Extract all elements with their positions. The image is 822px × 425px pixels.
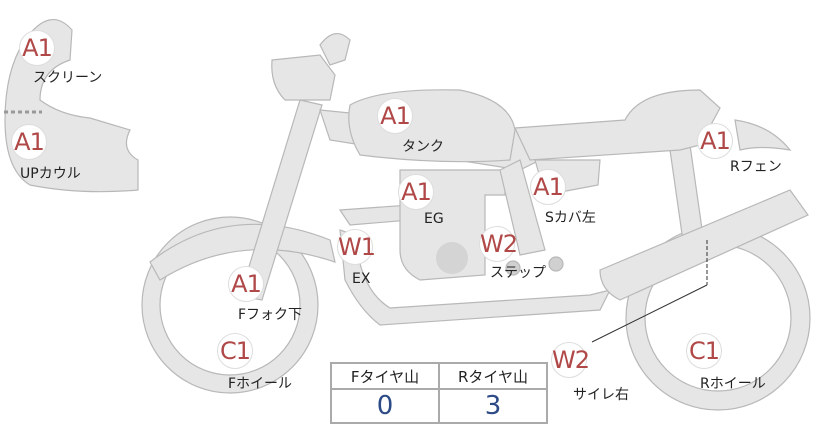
front-tire-header: Fタイヤ山: [330, 362, 440, 390]
damage-marker-front-wheel[interactable]: C1: [217, 333, 253, 369]
part-label-silencer-right: サイレ右: [573, 387, 629, 403]
part-label-exhaust: EX: [352, 271, 371, 287]
damage-marker-screen[interactable]: A1: [19, 30, 55, 66]
part-label-step: ステップ: [490, 265, 546, 281]
damage-marker-tank[interactable]: A1: [377, 98, 413, 134]
part-label-front-fork-lower: Fフォク下: [238, 307, 303, 323]
part-label-tank: タンク: [402, 139, 444, 155]
part-label-rear-fender: Rフェン: [730, 159, 782, 175]
rear-tire-header: Rタイヤ山: [438, 362, 548, 390]
damage-marker-silencer-right[interactable]: W2: [551, 342, 590, 378]
damage-marker-exhaust[interactable]: W1: [337, 229, 376, 265]
rear-tire-value: 3: [438, 388, 548, 424]
damage-marker-step[interactable]: W2: [479, 226, 518, 262]
tire-tread-table: Fタイヤ山 Rタイヤ山 0 3: [330, 362, 548, 424]
damage-marker-engine[interactable]: A1: [398, 174, 434, 210]
part-label-upper-cowl: UPカウル: [20, 166, 81, 182]
damage-marker-rear-wheel[interactable]: C1: [686, 333, 722, 369]
part-label-side-cover-left: Sカバ左: [545, 210, 596, 226]
damage-marker-upper-cowl[interactable]: A1: [11, 124, 47, 160]
part-label-engine: EG: [424, 211, 444, 227]
front-tire-value: 0: [330, 388, 440, 424]
damage-marker-side-cover-left[interactable]: A1: [530, 169, 566, 205]
damage-marker-front-fork-lower[interactable]: A1: [228, 266, 264, 302]
part-label-screen: スクリーン: [33, 70, 103, 86]
part-label-rear-wheel: Rホイール: [700, 376, 766, 392]
muffler: [599, 189, 809, 301]
part-label-front-wheel: Fホイール: [228, 376, 293, 392]
front-fork: [239, 99, 323, 301]
damage-marker-rear-fender[interactable]: A1: [697, 123, 733, 159]
